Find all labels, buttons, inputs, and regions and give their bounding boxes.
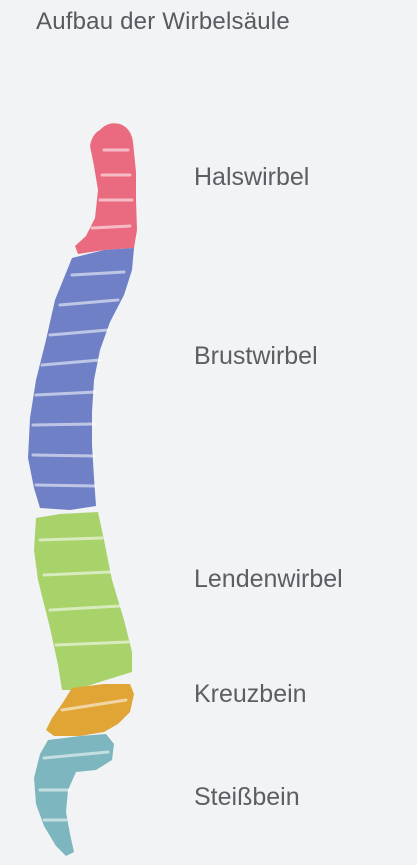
- segment-hals: [75, 123, 137, 254]
- segment-kreuz: [46, 684, 134, 736]
- label-halswirbel: Halswirbel: [194, 163, 309, 192]
- label-lendenwirbel: Lendenwirbel: [194, 565, 343, 594]
- label-kreuzbein: Kreuzbein: [194, 680, 307, 709]
- label-steissbein: Steißbein: [194, 783, 300, 812]
- label-brustwirbel: Brustwirbel: [194, 342, 318, 371]
- segment-brust: [28, 248, 134, 510]
